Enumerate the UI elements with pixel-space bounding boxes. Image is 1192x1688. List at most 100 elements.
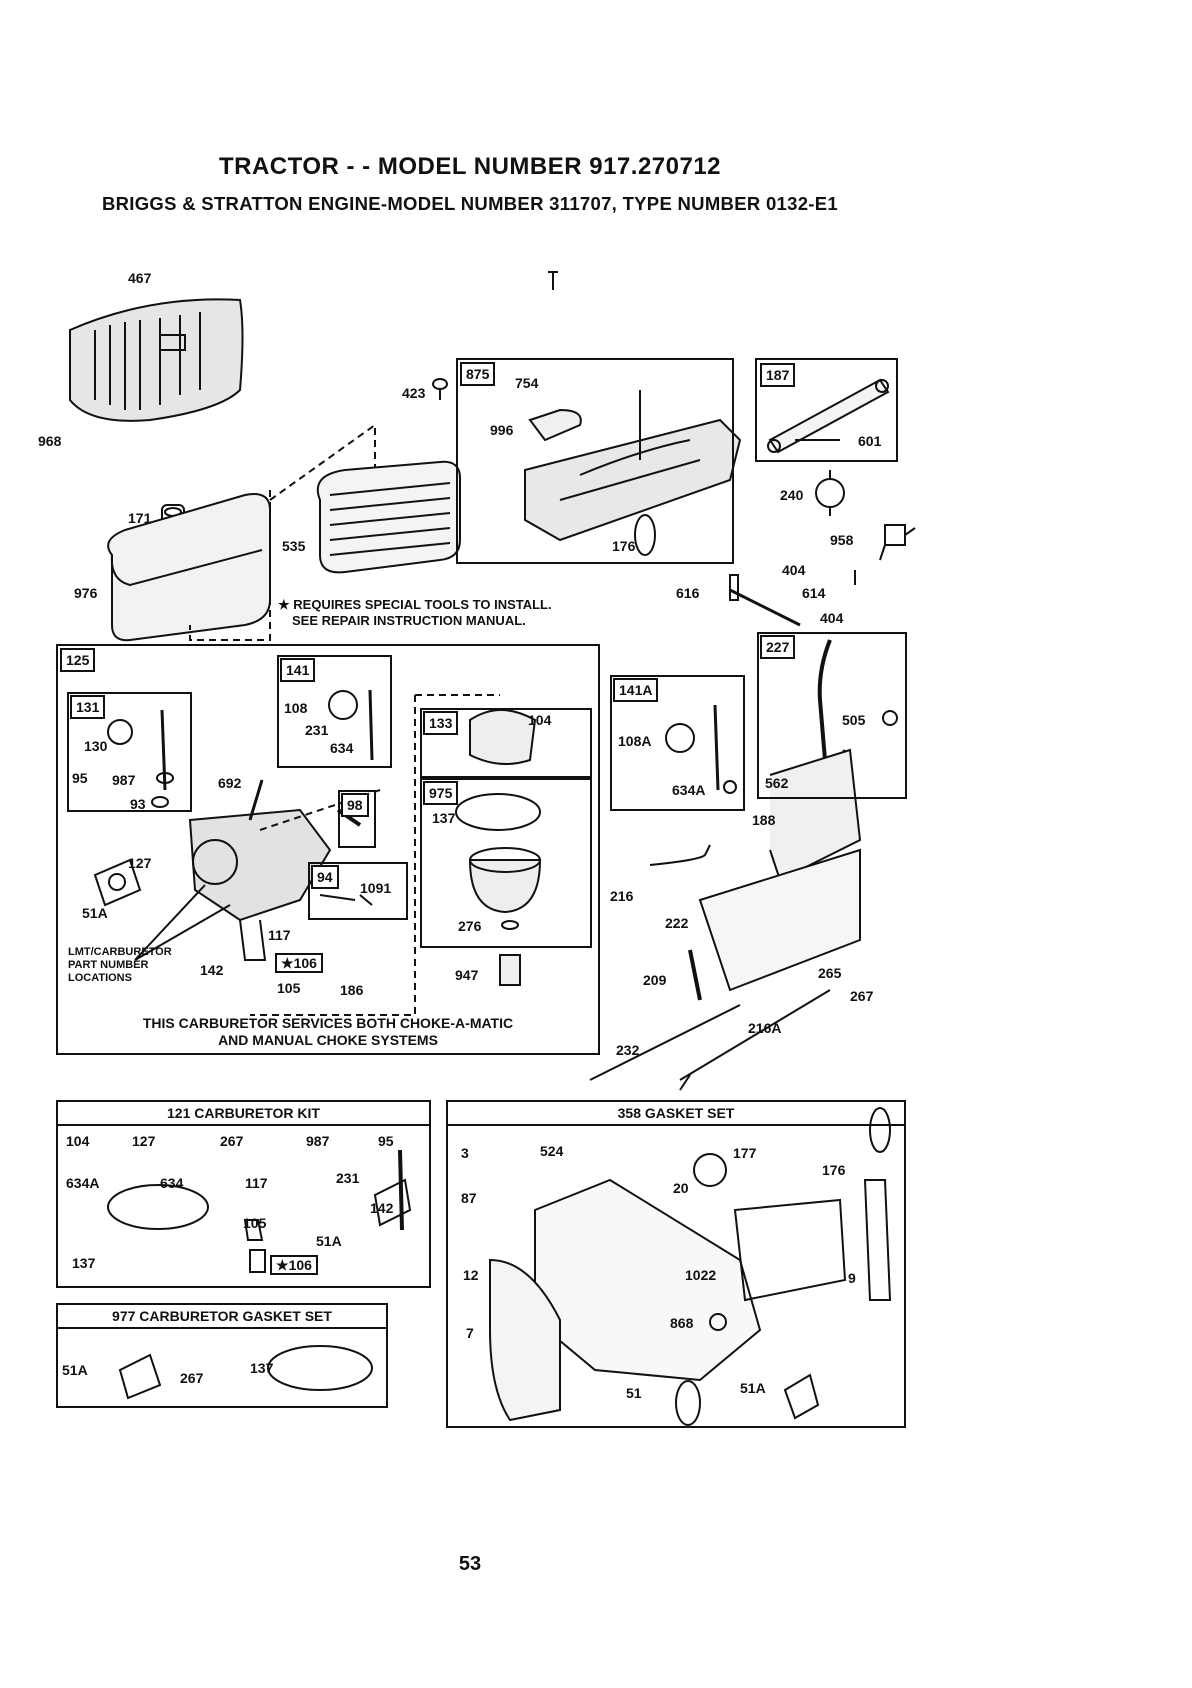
kit358-51A: 51A [740,1380,766,1396]
bolt-423-drawing [432,378,448,400]
callout-267: 267 [850,988,874,1004]
callout-947: 947 [455,967,479,983]
tag-125: 125 [60,648,96,672]
kit358-20: 20 [673,1180,689,1196]
kit121-106: 106 [270,1255,318,1275]
kit121-634A: 634A [66,1175,100,1191]
callout-232: 232 [616,1042,640,1058]
callout-265: 265 [818,965,842,981]
star-icon [281,955,294,971]
box-141 [277,655,392,768]
kit121-142: 142 [370,1200,394,1216]
valve-958-drawing [879,524,916,561]
callout-188: 188 [752,812,776,828]
callout-467: 467 [128,270,152,286]
tag-227: 227 [760,635,796,659]
callout-142: 142 [200,962,224,978]
callout-186: 186 [340,982,364,998]
callout-216: 216 [610,888,634,904]
callout-137: 137 [432,810,456,826]
tag-975: 975 [423,781,459,805]
box-94 [308,862,408,920]
callout-423: 423 [402,385,426,401]
box-98 [338,790,376,848]
box-227 [757,632,907,799]
callout-93: 93 [130,796,146,812]
callout-171: 171 [128,510,152,526]
kit977-137: 137 [250,1360,274,1376]
box-133 [420,708,592,778]
kit358-12: 12 [463,1267,479,1283]
lmt-line3: LOCATIONS [68,972,132,984]
callout-562: 562 [765,775,789,791]
callout-404-lower: 404 [820,610,844,626]
cover-968-drawing [69,298,244,422]
callout-976: 976 [74,585,98,601]
lmt-line1: LMT/CARBURETOR [68,946,172,958]
callout-95: 95 [72,770,88,786]
box-141A [610,675,745,811]
callout-505: 505 [842,712,866,728]
kit-358-title: 358 GASKET SET [448,1102,904,1126]
kit121-105: 105 [243,1215,267,1231]
callout-601: 601 [858,433,882,449]
kit-121: 121 CARBURETOR KIT [56,1100,431,1288]
page-title: TRACTOR - - MODEL NUMBER 917.270712 [218,153,722,180]
kit121-104: 104 [66,1133,90,1149]
kit358-524: 524 [540,1143,564,1159]
tag-133: 133 [423,711,459,735]
callout-754: 754 [515,375,539,391]
kit358-87: 87 [461,1190,477,1206]
kit358-176: 176 [822,1162,846,1178]
box-131 [67,692,192,812]
tag-141A: 141A [613,678,659,702]
callout-404-upper: 404 [782,562,806,578]
box-125 [56,644,600,1055]
page-subtitle: BRIGGS & STRATTON ENGINE-MODEL NUMBER 31… [101,193,838,214]
callout-1091: 1091 [360,880,392,896]
callout-616: 616 [676,585,700,601]
spacer-171-drawing [161,504,185,534]
callout-106: 106 [275,953,323,973]
tag-98: 98 [341,793,369,817]
callout-51A: 51A [82,905,108,921]
callout-692: 692 [218,775,242,791]
callout-105: 105 [277,980,301,996]
kit-121-title: 121 CARBURETOR KIT [58,1102,429,1126]
callout-968: 968 [38,433,62,449]
kit977-267: 267 [180,1370,204,1386]
box-187 [755,358,898,462]
page-number: 53 [458,1553,482,1575]
kit358-1022: 1022 [685,1267,717,1283]
kit-358: 358 GASKET SET [446,1100,906,1428]
callout-276: 276 [458,918,482,934]
knob-467-drawing [153,338,187,370]
kit121-137: 137 [72,1255,96,1271]
kit121-117: 117 [245,1175,268,1191]
box-875 [456,358,734,564]
callout-987: 987 [112,772,136,788]
callout-231: 231 [305,722,329,738]
kit121-231: 231 [336,1170,360,1186]
tag-141: 141 [280,658,316,682]
callout-634: 634 [330,740,354,756]
callout-614: 614 [802,585,826,601]
kit-977-title: 977 CARBURETOR GASKET SET [58,1305,386,1329]
tag-187: 187 [760,363,796,387]
kit121-51A: 51A [316,1233,342,1249]
callout-222: 222 [665,915,689,931]
kit121-127: 127 [132,1133,156,1149]
callout-117: 117 [268,927,291,943]
kit358-51: 51 [626,1385,642,1401]
callout-240: 240 [780,487,804,503]
kit-977: 977 CARBURETOR GASKET SET [56,1303,388,1408]
kit358-3: 3 [461,1145,469,1161]
carb-footer-line1: THIS CARBURETOR SERVICES BOTH CHOKE-A-MA… [142,1015,514,1031]
filter-240-drawing [815,470,845,516]
box-975 [420,778,592,948]
kit121-634: 634 [160,1175,184,1191]
repair-manual-note: SEE REPAIR INSTRUCTION MANUAL. [292,613,526,628]
kit358-9: 9 [848,1270,856,1286]
kit121-267: 267 [220,1133,244,1149]
special-tools-note: ★ REQUIRES SPECIAL TOOLS TO INSTALL. [278,597,552,612]
